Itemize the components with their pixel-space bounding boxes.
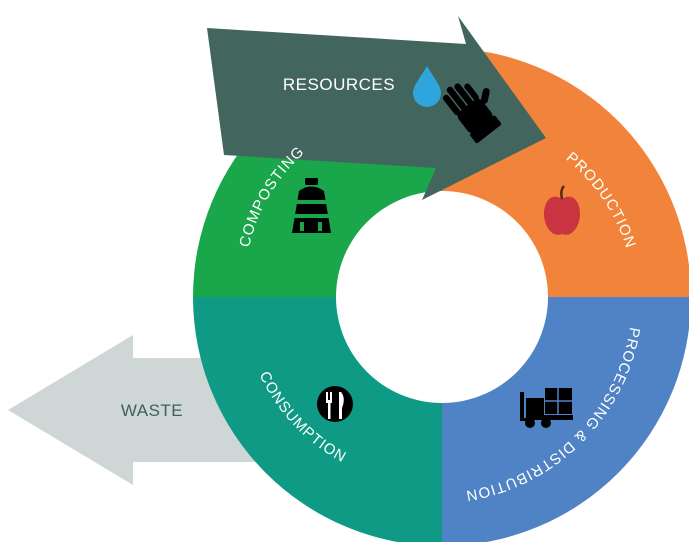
forklift-icon <box>520 388 573 428</box>
segment-consumption <box>193 297 442 542</box>
waste-label: WASTE <box>121 401 183 420</box>
resources-label: RESOURCES <box>283 75 395 94</box>
water-drop-icon <box>413 66 441 107</box>
compost-bin-icon <box>292 178 331 233</box>
apple-icon <box>544 185 580 235</box>
fork-knife-icon <box>317 386 353 422</box>
glove-icon <box>442 83 502 144</box>
resources-arrow <box>207 16 546 200</box>
